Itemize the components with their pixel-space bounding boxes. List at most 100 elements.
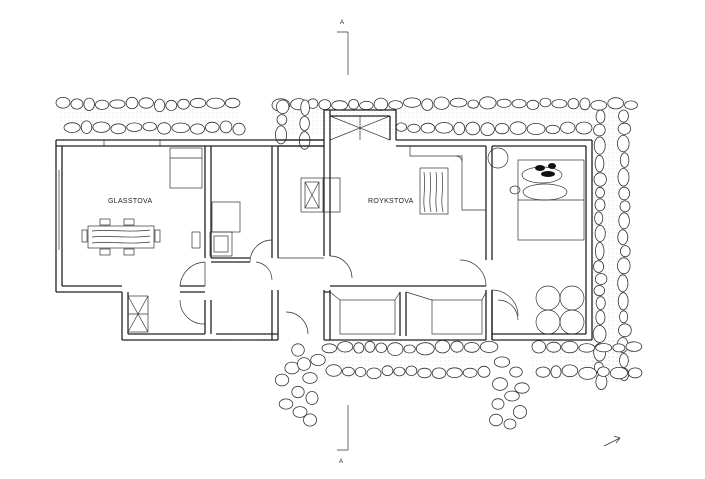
stone [154,98,166,113]
stone [535,366,551,378]
stone [302,372,318,384]
stone [325,364,342,377]
doors [179,239,519,341]
stone [417,367,432,379]
stone [531,340,547,354]
stone [526,99,540,111]
stone [434,339,451,354]
stone [595,309,606,325]
stone [619,152,630,168]
stone [435,122,454,134]
stone [375,342,388,354]
stone [109,99,126,109]
stone [450,340,464,353]
stone [597,366,610,377]
stone [618,323,632,338]
stone [617,292,629,311]
stone [206,97,225,109]
stone [387,342,404,356]
stone [575,121,593,135]
stone [480,122,495,136]
stone [619,245,631,258]
stone [593,260,604,273]
stone [579,97,591,111]
stone [625,341,643,352]
stone [433,96,450,110]
stone [511,99,527,109]
stone-wall [55,96,643,430]
stone [489,413,503,427]
stone [393,366,406,377]
stone [276,99,290,115]
stone [595,343,613,353]
stone [513,405,528,419]
stone [593,136,606,155]
stone [305,391,319,405]
windows [55,140,161,250]
stone [348,99,360,110]
stone [493,356,511,368]
stone [55,97,71,109]
stone [619,353,629,368]
stone [491,398,505,410]
stone [545,124,561,134]
stone [503,418,517,430]
stone [388,100,403,110]
animal-icons [509,163,568,201]
section-marker-top: A [340,20,344,26]
stone [431,367,447,379]
stone [292,406,308,418]
stone [618,109,629,123]
stone [278,398,294,410]
stone [509,366,523,378]
stone [92,121,111,133]
stone [595,109,606,124]
stone [70,98,84,110]
stone [407,123,421,133]
stone [612,343,626,353]
stone [560,121,576,134]
stone [592,325,607,343]
stone [593,123,606,137]
section-marker-bottom: A [339,459,343,465]
stone [628,367,643,379]
room-label-roykstova: ROYKSTOVA [368,198,414,205]
stone [359,100,374,111]
stone [142,122,157,132]
stone [479,96,497,110]
stone [165,99,178,111]
stone [551,99,568,109]
stone [310,353,326,366]
stone [274,125,287,145]
stone [617,168,630,187]
stone [157,122,172,135]
stone [337,341,354,353]
stone [300,99,310,116]
stone [479,340,499,353]
stone [624,100,638,110]
stone [561,364,579,378]
stone [232,122,246,136]
stone [595,296,606,310]
stone [291,385,305,399]
stone [110,123,127,135]
stone [403,344,416,354]
stone [395,122,408,132]
stone [504,390,520,402]
stone [405,365,418,377]
stone [465,121,481,136]
stone [125,96,139,110]
building-walls [55,109,593,341]
section-line [337,31,349,451]
stone [318,99,332,110]
stone [189,97,207,109]
stone [578,343,596,353]
stone [595,186,605,199]
stone [619,310,629,324]
stone [276,114,288,126]
stone [594,198,606,212]
stone [190,123,205,135]
stone [284,361,300,375]
stone [550,365,562,379]
stone [546,341,562,353]
